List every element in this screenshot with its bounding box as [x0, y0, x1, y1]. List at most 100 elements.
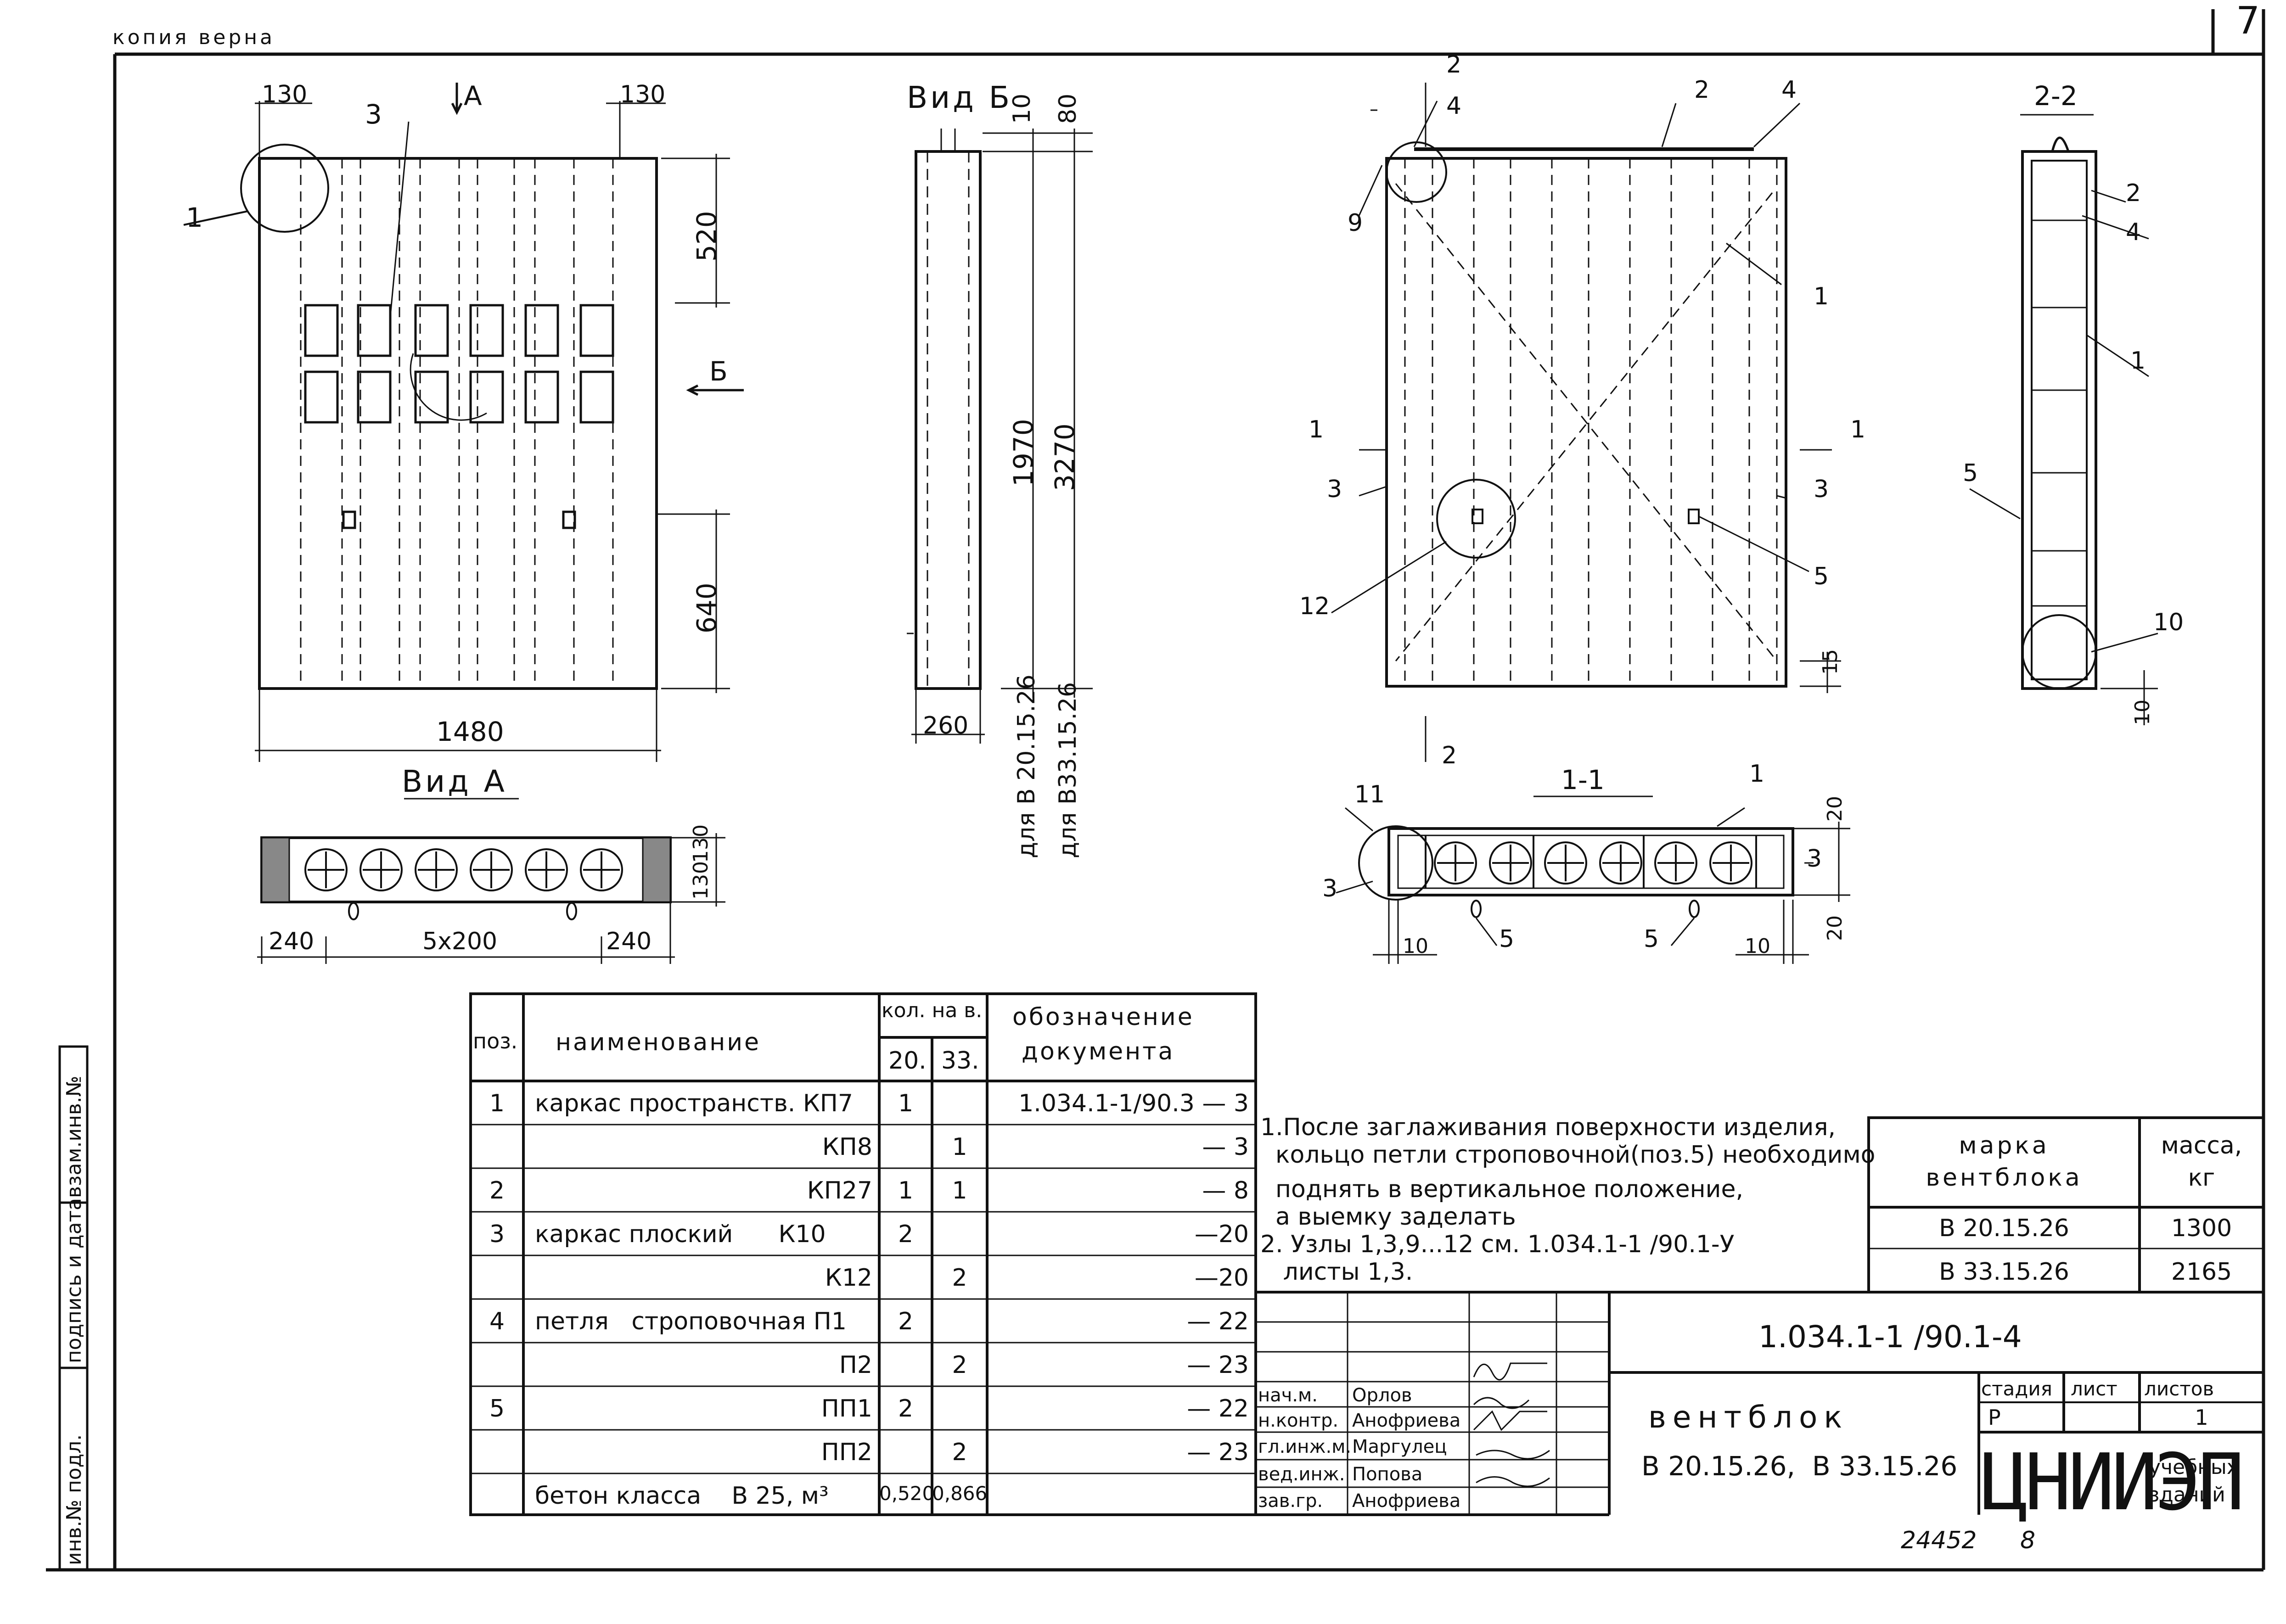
spec-hdr-qty: кол. на в. [882, 999, 983, 1022]
spec-q20: 2 [898, 1308, 914, 1335]
signer-name: Маргулец [1352, 1436, 1447, 1457]
spec-name: петля строповочная П1 [535, 1308, 847, 1335]
spec-pos: 1 [489, 1090, 505, 1117]
callout-x-1: 1 [1749, 760, 1765, 788]
mark-hdr-2: вентблока [1926, 1164, 2083, 1192]
copy-note: копия верна [112, 26, 275, 49]
dim-130-right: 130 [620, 81, 666, 108]
stage-value: Р [1988, 1405, 2001, 1430]
view-b-title: Вид Б [907, 80, 1013, 115]
note-line-6: листы 1,3. [1260, 1258, 1413, 1286]
callout-r-5: 5 [1814, 563, 1829, 590]
arrow-label-b: Б [709, 356, 728, 387]
note-line-3: поднять в вертикальное положение, [1260, 1176, 1743, 1203]
signature-scribbles [1473, 1362, 1550, 1487]
side-stamp-vzam-inv: взам.инв.№ [62, 1075, 86, 1198]
spec-q33: 0,866 [932, 1482, 988, 1505]
stage-hdr: стадия [1981, 1378, 2052, 1400]
dim-20-bottom: 20 [1823, 915, 1847, 941]
dim-80: 80 [1054, 93, 1082, 124]
org-logo: ЦНИИЭП [1981, 1437, 2245, 1528]
note-line-2: кольцо петли строповочной(поз.5) необход… [1260, 1141, 1876, 1169]
dim-240-right: 240 [606, 928, 652, 955]
dim-130-va-top: 130 [689, 824, 713, 863]
callout-r-1: 1 [1814, 283, 1829, 310]
callout-s-4: 4 [2126, 218, 2141, 246]
sheets-value: 1 [2195, 1405, 2208, 1430]
arrow-label-a: А [464, 80, 482, 112]
callout-s-10: 10 [2153, 609, 2184, 636]
callout-x-5b: 5 [1644, 925, 1659, 953]
mark-value: В 20.15.26 [1939, 1215, 2069, 1242]
callout-r-12: 12 [1299, 593, 1330, 620]
note-line-5: 2. Узлы 1,3,9...12 см. 1.034.1-1 /90.1-У [1260, 1231, 1735, 1258]
spec-table-grid [469, 992, 1257, 1516]
signer-role: вед.инж. [1258, 1464, 1345, 1485]
spec-doc: — 8 [1202, 1177, 1249, 1204]
callout-s-5: 5 [1963, 459, 1978, 487]
dim-10-left: 10 [1403, 935, 1428, 958]
cut-1-right: 1 [1850, 416, 1866, 443]
dim-20-top: 20 [1823, 796, 1847, 822]
dim-10: 10 [1008, 93, 1036, 124]
dim-3270: 3270 [1049, 423, 1080, 491]
note-for-b33: для В33.15.26 [1054, 682, 1082, 858]
spec-pos: 4 [489, 1308, 505, 1335]
dim-15: 15 [1819, 649, 1842, 675]
section-2-2-title: 2-2 [2034, 80, 2078, 112]
callout-r-9: 9 [1348, 209, 1363, 237]
dim-130-va-bottom: 130 [689, 861, 713, 900]
spec-name: бетон класса В 25, м³ [535, 1482, 829, 1510]
spec-name: ПП1 [821, 1395, 872, 1422]
callout-x-3a: 3 [1322, 875, 1338, 902]
mass-hdr-1: масса, [2161, 1132, 2242, 1159]
spec-q20: 2 [898, 1221, 914, 1248]
mass-hdr-2: кг [2188, 1164, 2215, 1192]
dim-10-right: 10 [1745, 935, 1770, 958]
signer-role: гл.инж.м. [1258, 1436, 1352, 1457]
spec-name: каркас пространств. КП7 [535, 1090, 853, 1117]
dim-260: 260 [923, 712, 969, 739]
mark-value: В 33.15.26 [1939, 1258, 2069, 1286]
sheet-hdr: лист [2071, 1378, 2117, 1400]
spec-doc: — 22 [1187, 1308, 1249, 1335]
sheet-corner-number: 7 [2236, 0, 2260, 43]
spec-q33: 1 [952, 1177, 967, 1204]
spec-name: П2 [839, 1351, 872, 1379]
mark-hdr-1: марка [1959, 1132, 2050, 1159]
side-view-panel [1331, 83, 1841, 762]
section-2-2 [1969, 114, 2158, 725]
spec-doc: —20 [1194, 1221, 1249, 1248]
callout-x-3b: 3 [1807, 845, 1822, 873]
spec-q33: 2 [952, 1264, 967, 1292]
spec-doc: — 23 [1187, 1351, 1249, 1379]
callout-r-3a: 3 [1327, 476, 1342, 503]
side-stamp-inv-podl: инв.№ подл. [62, 1434, 86, 1565]
callout-x-5a: 5 [1499, 925, 1515, 953]
spec-hdr-doc1: обозначение [1012, 1003, 1194, 1031]
dim-1480: 1480 [436, 716, 504, 747]
signer-role: н.контр. [1258, 1410, 1339, 1431]
callout-x-11: 11 [1354, 781, 1385, 808]
front-view-panel [183, 121, 658, 690]
section-1-1-title: 1-1 [1561, 764, 1605, 795]
callout-s-1: 1 [2130, 347, 2146, 375]
callout-front-3: 3 [365, 99, 382, 130]
note-line-4: а выемку заделать [1260, 1203, 1516, 1231]
archive-number: 24452 [1901, 1527, 1977, 1554]
dim-240-left: 240 [269, 928, 315, 955]
spec-q33: 2 [952, 1351, 967, 1379]
spec-pos: 5 [489, 1395, 505, 1422]
doc-title: вентблок [1648, 1400, 1849, 1435]
note-line-1: 1.После заглаживания поверхности изделия… [1260, 1114, 1836, 1141]
spec-q33: 2 [952, 1439, 967, 1466]
cut-2-top: 2 [1446, 51, 1462, 78]
mass-value: 1300 [2171, 1215, 2232, 1242]
spec-q20: 1 [898, 1177, 914, 1204]
spec-doc: — 3 [1202, 1133, 1249, 1161]
doc-subtitle: В 20.15.26, В 33.15.26 [1641, 1450, 1958, 1482]
dim-640: 640 [691, 582, 722, 633]
spec-hdr-q20: 20. [888, 1047, 927, 1075]
dim-130-left: 130 [262, 81, 308, 108]
callout-r-4b: 4 [1781, 76, 1797, 104]
